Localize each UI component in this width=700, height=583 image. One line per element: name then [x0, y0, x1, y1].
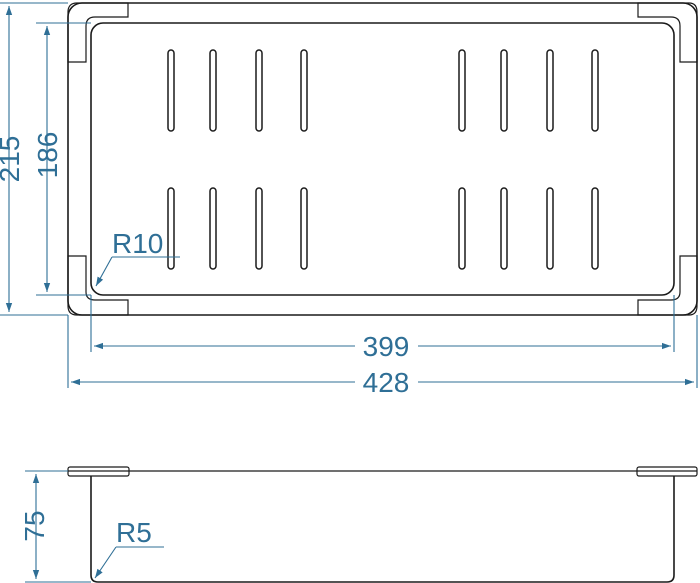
corner-flange-bottom-right — [637, 255, 698, 316]
dimension-428: 428 — [67, 315, 698, 398]
drainage-slots — [167, 49, 599, 270]
drainage-slot — [209, 49, 217, 132]
outer-tray-outline — [67, 2, 698, 316]
dimension-186: 186 — [32, 22, 91, 296]
dimension-428-label: 428 — [363, 367, 410, 398]
drainage-slot — [591, 49, 599, 132]
drainage-slot — [300, 49, 308, 132]
corner-flange-bottom-left — [67, 255, 129, 316]
dimension-75-label: 75 — [19, 510, 50, 541]
drainage-slot — [546, 49, 554, 132]
corner-flange-top-right — [637, 2, 698, 63]
side-view — [67, 466, 698, 583]
dimension-399-label: 399 — [363, 331, 410, 362]
dimension-215: 215 — [0, 2, 68, 316]
side-flange-right — [636, 466, 698, 477]
dimension-r5: R5 — [94, 517, 164, 579]
dimension-r5-label: R5 — [116, 517, 152, 548]
drainage-slot — [500, 49, 508, 132]
drainage-slot — [300, 187, 308, 270]
drainage-slot — [167, 187, 175, 270]
drainage-slot — [255, 49, 263, 132]
drainage-slot — [458, 187, 466, 270]
drainage-slot — [458, 49, 466, 132]
dimension-r10: R10 — [95, 228, 180, 287]
top-view — [67, 2, 698, 316]
dimension-215-label: 215 — [0, 136, 25, 183]
drainage-slot — [255, 187, 263, 270]
drainage-slot — [546, 187, 554, 270]
inner-basin-outline — [90, 22, 675, 296]
corner-flange-top-left — [67, 2, 129, 63]
side-basin-outline — [90, 476, 675, 583]
drainage-slot — [209, 187, 217, 270]
dimension-75: 75 — [19, 470, 91, 583]
dimension-r10-label: R10 — [112, 228, 163, 259]
drainage-slot — [500, 187, 508, 270]
drainage-slot — [591, 187, 599, 270]
dimension-399: 399 — [90, 295, 675, 362]
dimension-186-label: 186 — [32, 132, 63, 179]
drainage-slot — [167, 49, 175, 132]
